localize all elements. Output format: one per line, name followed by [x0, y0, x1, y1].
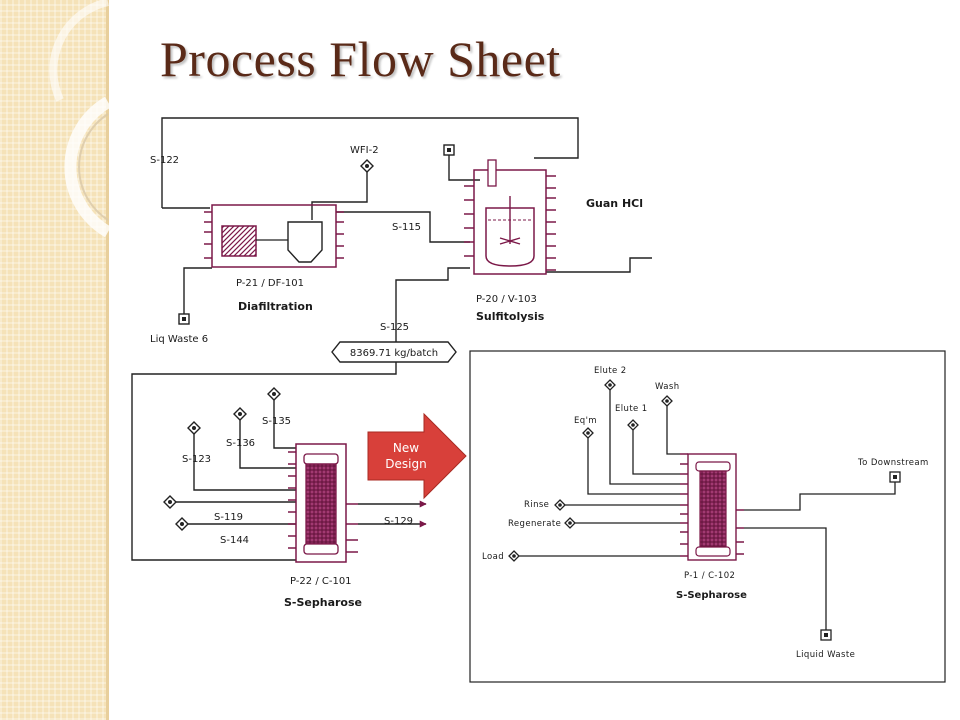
label-s119: S-119 [214, 512, 243, 523]
label-new-column-id: P-1 / C-102 [684, 571, 735, 581]
label-sulfitolysis-name: Sulfitolysis [476, 310, 545, 323]
label-s144: S-144 [220, 535, 249, 546]
label-old-column-name: S-Sepharose [284, 596, 362, 609]
stream-line-s122 [161, 117, 579, 208]
stream-line-liq-waste [183, 267, 212, 316]
sulfitolysis-vessel [464, 159, 556, 275]
callout-line1: New [393, 441, 419, 455]
label-s135: S-135 [262, 416, 291, 427]
label-s122: S-122 [150, 155, 179, 166]
label-elute1: Elute 1 [615, 404, 648, 414]
label-new-column-name: S-Sepharose [676, 590, 747, 601]
callout-line2: Design [385, 457, 426, 471]
new-design-panel: Elute 2 Wash Elute 1 Eq'm Rinse Regenera… [469, 350, 946, 683]
label-s136: S-136 [226, 438, 255, 449]
label-rinse: Rinse [524, 500, 549, 510]
label-diafiltration-name: Diafiltration [238, 300, 313, 313]
label-wfi2: WFI-2 [350, 145, 379, 156]
old-column-streams [170, 398, 427, 528]
label-sulfitolysis-id: P-20 / V-103 [476, 294, 537, 305]
label-s129: S-129 [384, 516, 413, 527]
label-load: Load [482, 552, 504, 562]
old-column-unit [288, 443, 358, 563]
label-s125: S-125 [380, 322, 409, 333]
slide-title: Process Flow Sheet [160, 31, 561, 87]
label-old-column-id: P-22 / C-101 [290, 576, 352, 587]
label-liq-waste-6: Liq Waste 6 [150, 334, 208, 345]
label-to-downstream: To Downstream [857, 458, 929, 468]
flow-rate-callout: 8369.71 kg/batch [331, 341, 457, 363]
label-diafiltration-id: P-21 / DF-101 [236, 278, 304, 289]
label-eqm: Eq'm [574, 416, 597, 426]
label-guan-hcl: Guan HCl [586, 197, 643, 210]
stream-line-s115 [336, 211, 470, 243]
label-wash: Wash [655, 382, 680, 392]
flow-rate-text: 8369.71 kg/batch [350, 348, 438, 359]
label-s123: S-123 [182, 454, 211, 465]
label-liquid-waste: Liquid Waste [796, 650, 855, 660]
decorative-rings [49, 0, 112, 238]
label-regenerate: Regenerate [508, 519, 561, 529]
label-elute2: Elute 2 [594, 366, 627, 376]
new-design-arrow: New Design [367, 412, 467, 500]
side-band-edge [106, 0, 109, 720]
label-s115: S-115 [392, 222, 421, 233]
diafiltration-unit [204, 204, 344, 268]
